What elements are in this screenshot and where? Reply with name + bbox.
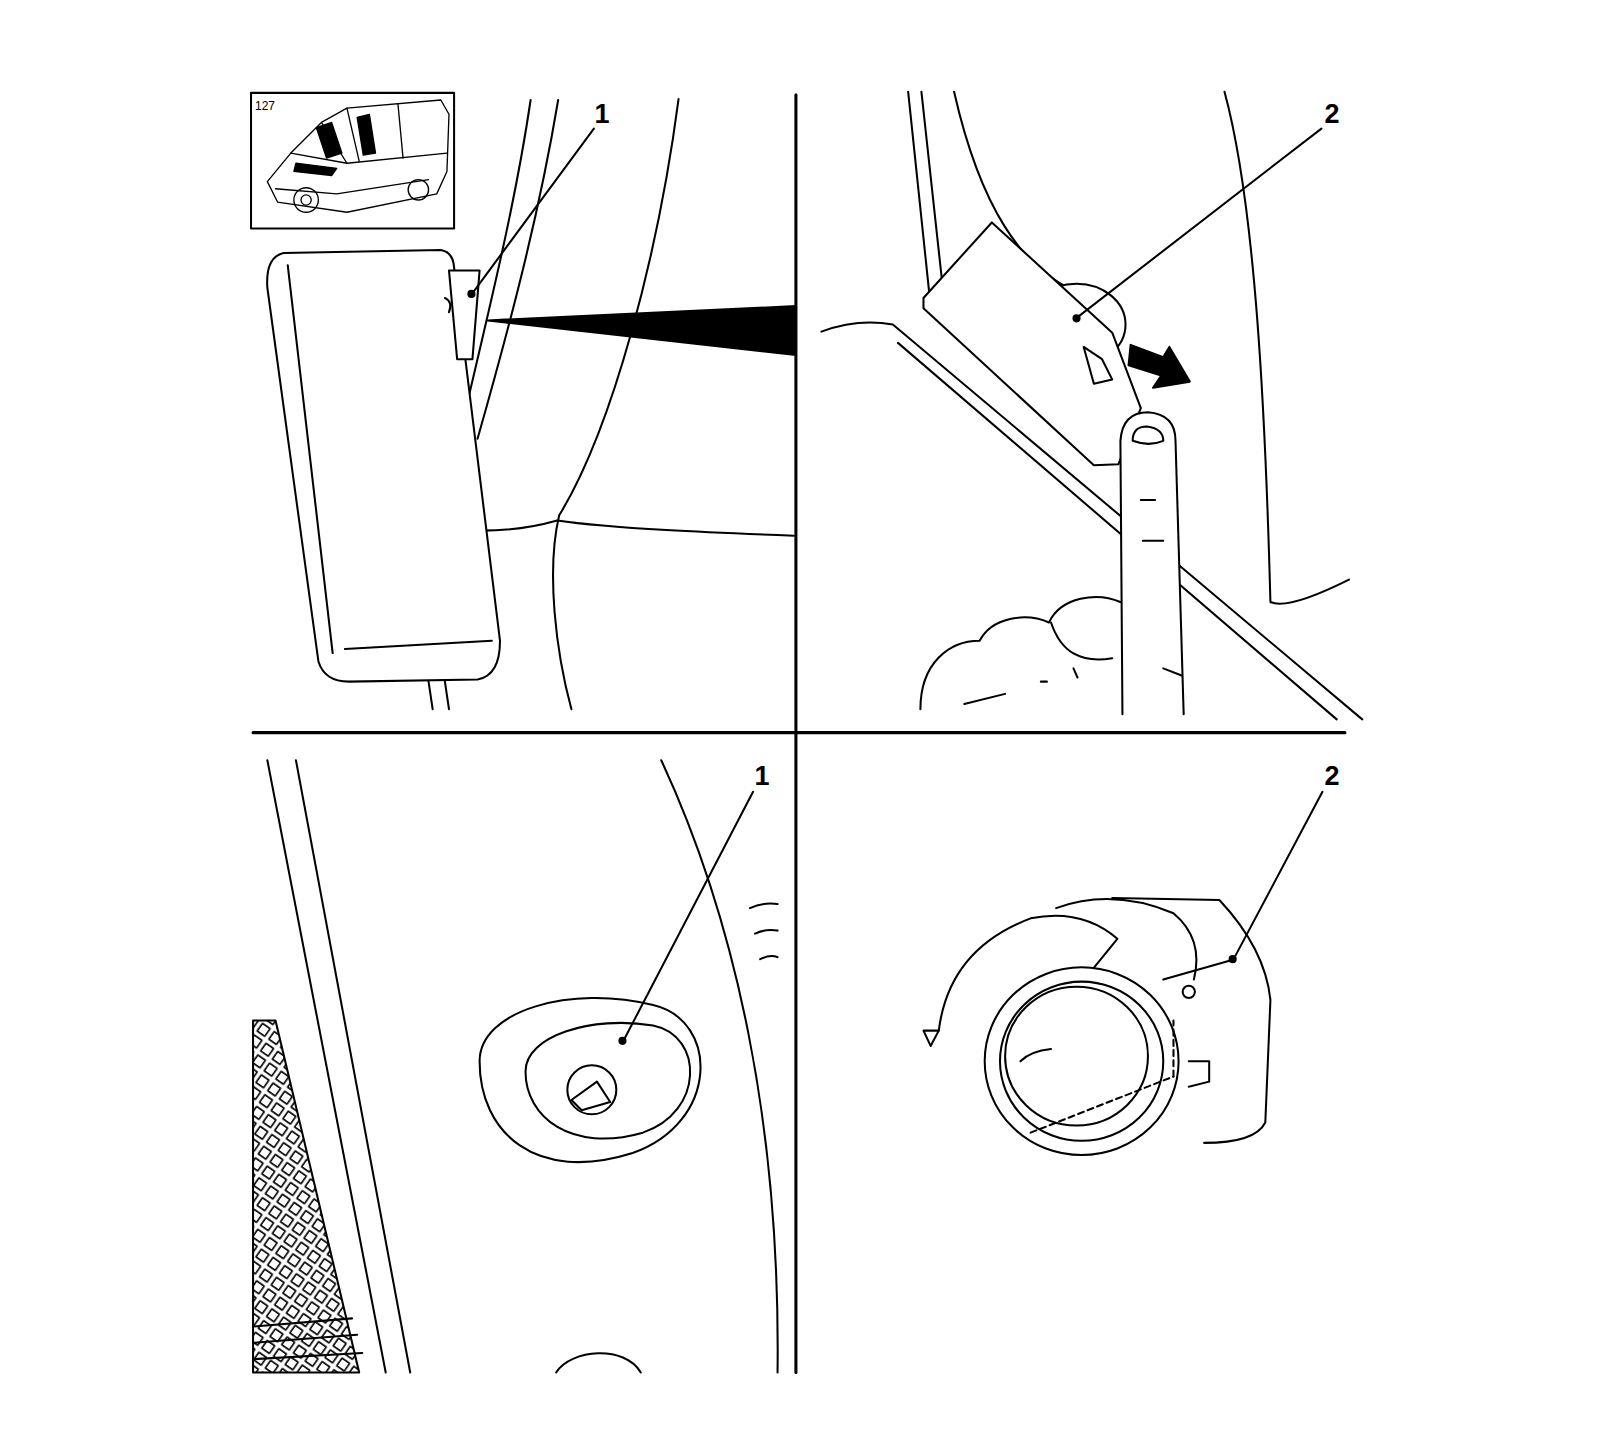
callout-number: 2 [1324,101,1339,128]
callout-number: 1 [594,101,609,128]
callout-number: 2 [1324,763,1339,790]
figure-number: 127 [255,100,275,112]
callout-number: 1 [754,763,769,790]
